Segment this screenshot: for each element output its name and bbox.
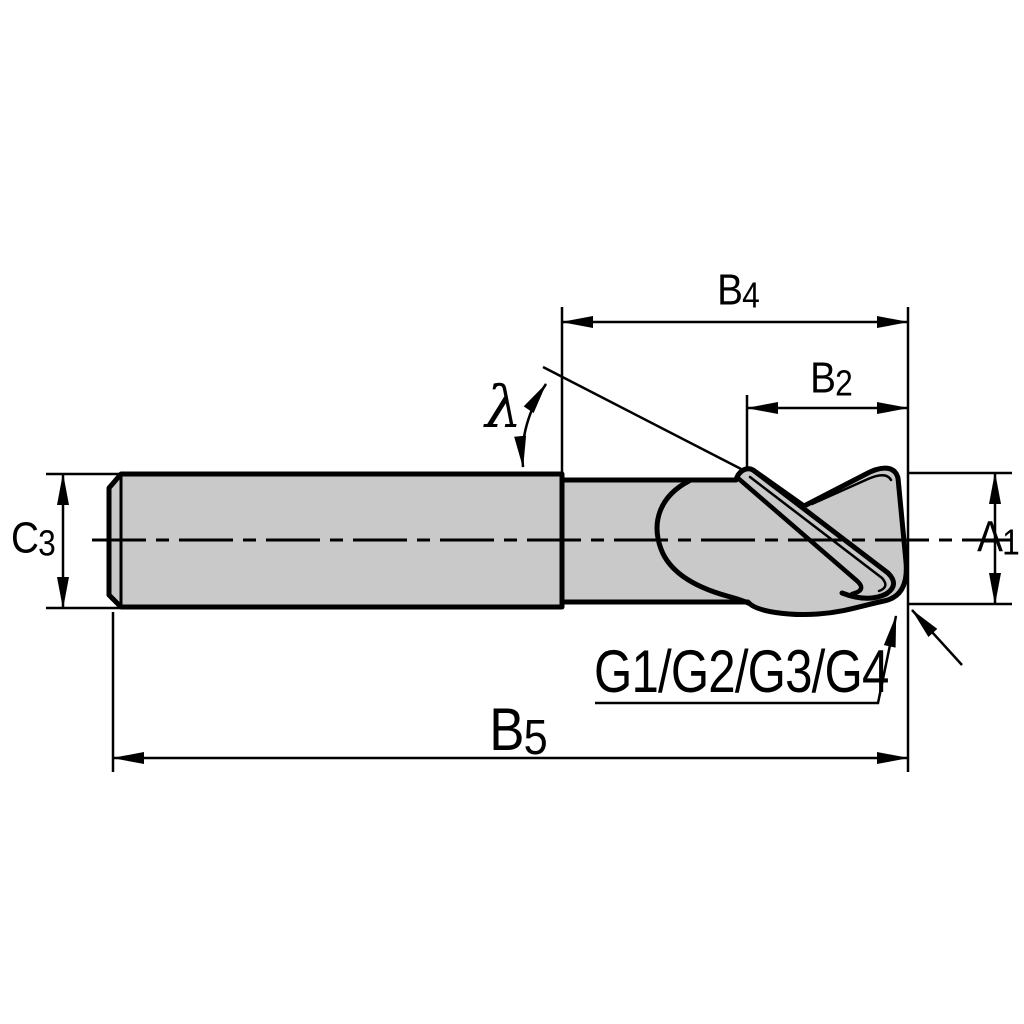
dimension-lines xyxy=(46,307,1012,772)
dim-label-b5: B5 xyxy=(489,699,548,765)
helix-angle-arc-arrow xyxy=(514,383,548,468)
flute-land-upper-edge xyxy=(750,467,896,601)
dim-label-g-series: G1/G2/G3/G4 xyxy=(594,638,889,705)
dim-label-a1: A1 xyxy=(977,512,1020,563)
dim-label-b4-base: B xyxy=(717,265,743,315)
dim-label-a1-base: A xyxy=(977,512,1003,562)
flute-land-lower-edge xyxy=(736,476,864,597)
dim-label-b2-base: B xyxy=(810,353,836,403)
flute-land-inner-line xyxy=(748,475,887,593)
dim-label-b2: B2 xyxy=(810,353,853,404)
dim-label-b5-base: B xyxy=(489,695,524,763)
dim-label-a1-sub: 1 xyxy=(1002,521,1020,563)
dim-label-b4: B4 xyxy=(717,265,760,316)
g-series-leader-line xyxy=(595,615,898,705)
dim-label-b4-sub: 4 xyxy=(742,274,760,316)
dim-label-c3-base: C xyxy=(11,513,39,563)
flute-curve xyxy=(654,478,751,606)
corner-radius-pointer-arrow xyxy=(911,609,963,666)
helix-angle-reference-line xyxy=(542,365,746,473)
dim-label-c3-sub: 3 xyxy=(38,522,56,564)
tooth-top-inner-line xyxy=(810,474,893,506)
dim-label-lambda: λ xyxy=(485,373,522,441)
dim-label-b5-sub: 5 xyxy=(523,709,548,765)
dim-label-b2-sub: 2 xyxy=(835,362,853,404)
dim-label-c3: C3 xyxy=(11,513,56,564)
